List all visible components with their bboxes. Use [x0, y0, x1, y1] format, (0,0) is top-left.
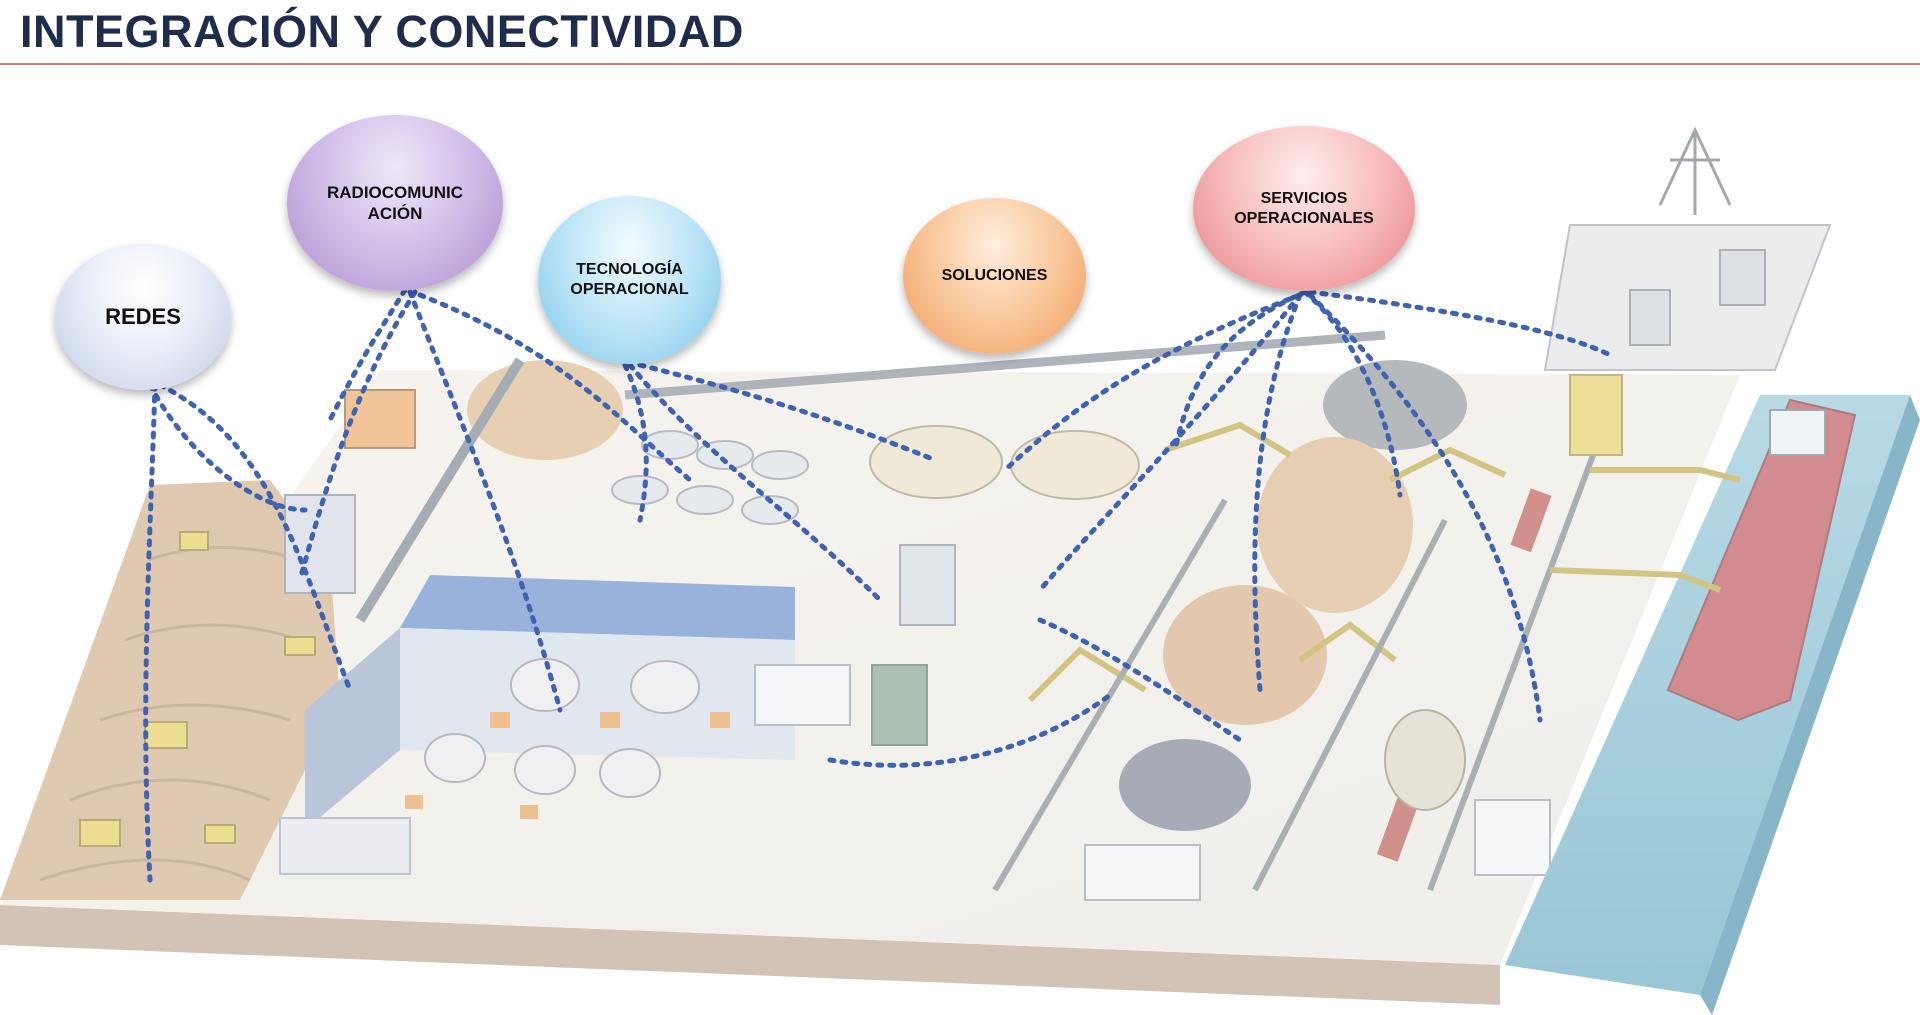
filter-silo: [871, 664, 928, 746]
servicios-operacionales-bubble: SERVICIOS OPERACIONALES: [1193, 126, 1415, 291]
concentrate-pile-2: [1257, 437, 1413, 613]
servicios-operacionales-label: SERVICIOS OPERACIONALES: [1234, 189, 1374, 227]
ship-loaders: [1549, 467, 1741, 593]
tecnologia-operacional-label: TECNOLOGÍA OPERACIONAL: [570, 261, 689, 298]
grinding-building-roof: [400, 575, 795, 640]
network-connectors: [143, 287, 1613, 883]
ship-bridge: [1769, 409, 1826, 456]
process-tower: [899, 544, 956, 626]
substation-equipment: [1629, 249, 1766, 346]
port-warehouse: [1474, 799, 1551, 876]
rail-tracks: [992, 448, 1598, 892]
mine-trucks: [79, 531, 316, 847]
grinding-building-wall: [305, 628, 400, 830]
sea-side: [1700, 395, 1920, 1015]
loadout-building: [1084, 844, 1201, 901]
transmission-tower: [1658, 126, 1732, 215]
mill-motors: [405, 712, 730, 819]
thickener-1: [869, 425, 1003, 499]
inclined-conveyor: [355, 357, 525, 623]
radiocomunicacion-bubble: RADIOCOMUNIC ACIÓN: [287, 115, 503, 291]
radiocomunicacion-label: RADIOCOMUNIC ACIÓN: [327, 182, 463, 223]
pit-terraces: [39, 546, 301, 882]
title-divider: [0, 63, 1920, 65]
coal-pile: [1119, 739, 1251, 831]
flotation-cells: [611, 430, 809, 525]
concentrate-pile-3: [1163, 585, 1327, 725]
concentrate-pile-1: [1323, 360, 1467, 450]
soluciones-bubble: SOLUCIONES: [903, 198, 1086, 354]
bulk-carrier-ship: [1666, 398, 1857, 722]
rotary-drum: [1384, 709, 1466, 811]
tecnologia-operacional-bubble: TECNOLOGÍA OPERACIONAL: [538, 196, 721, 364]
control-building: [279, 817, 411, 875]
container-stack: [1569, 374, 1623, 456]
grinding-mills: [424, 658, 700, 798]
redes-label: REDES: [105, 304, 181, 330]
crusher-building: [344, 389, 416, 449]
terrain-side-face: [0, 905, 1500, 1005]
substation-unit: [754, 664, 851, 726]
redes-bubble: REDES: [55, 244, 231, 390]
slide-title: INTEGRACIÓN Y CONECTIVIDAD: [20, 6, 744, 57]
soluciones-label: SOLUCIONES: [941, 267, 1048, 284]
